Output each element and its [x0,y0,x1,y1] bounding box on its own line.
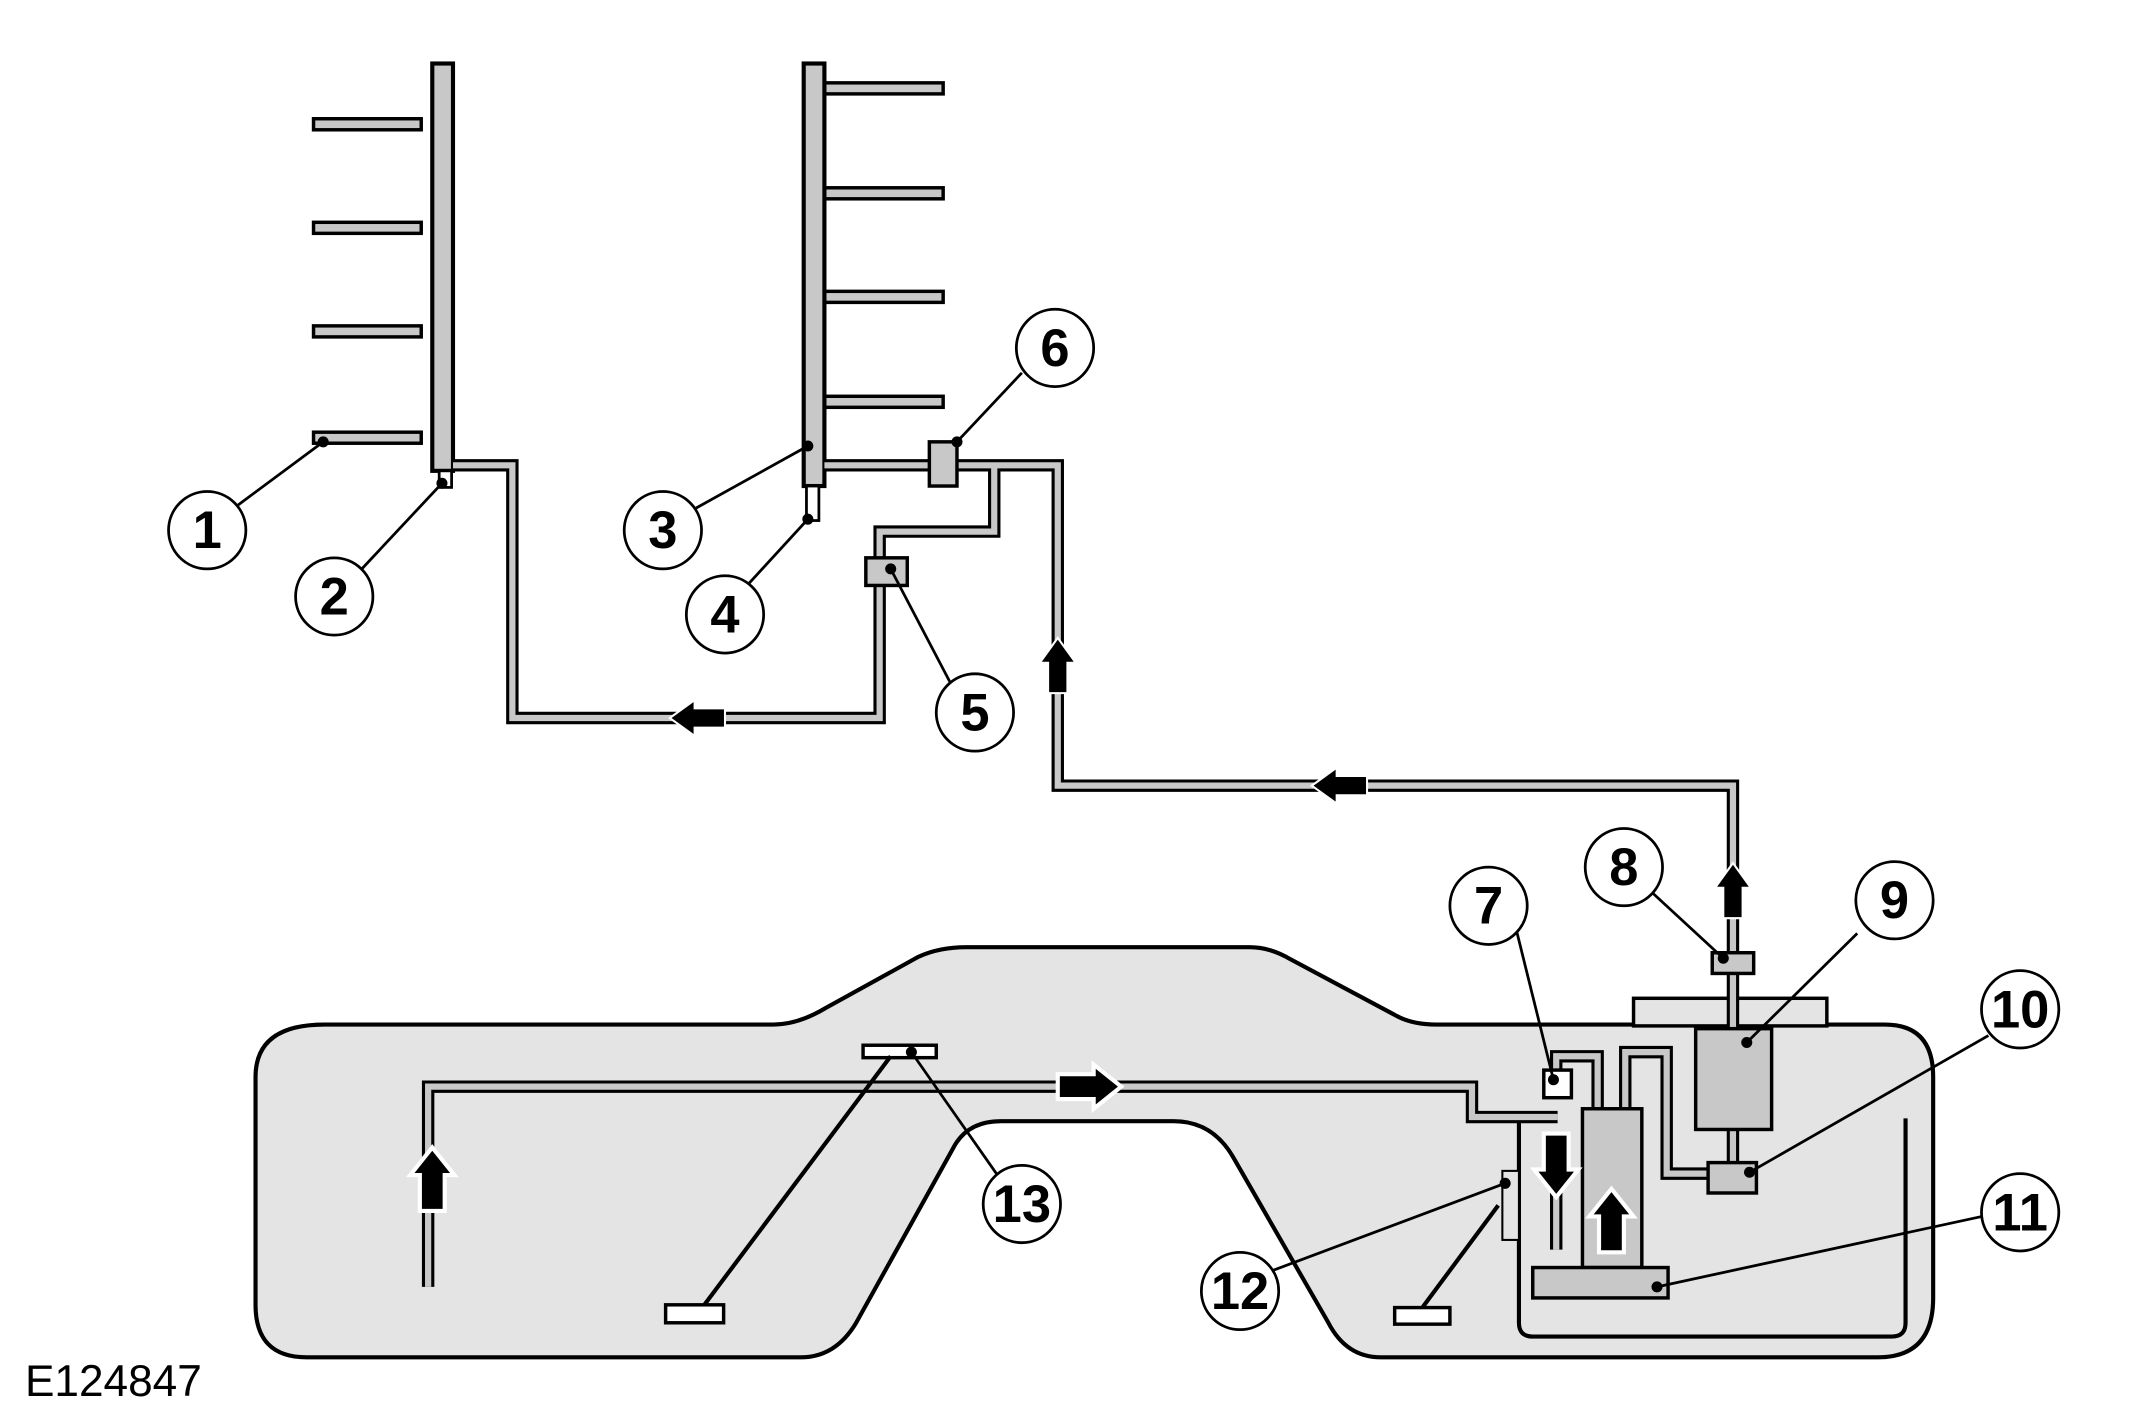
damper-valve [927,440,959,488]
left-fuel-rail [430,61,456,473]
callout-10: 10 [1980,969,2061,1050]
svg-text:7: 7 [1474,878,1503,936]
callout-9: 9 [1854,860,1935,941]
callout-3: 3 [622,490,703,571]
svg-text:4: 4 [710,586,739,644]
flow-arrow-filter-up [1712,861,1753,920]
fuel-filter [1693,1026,1774,1132]
fuel-level-sender-float-bottom-left [663,1303,726,1325]
leader-dots [317,436,1756,1293]
right-rail-injectors [822,81,945,410]
pump-base [1531,1265,1670,1300]
svg-text:10: 10 [1991,981,2049,1039]
flow-arrow-feed-up [1037,636,1078,695]
callout-13: 13 [981,1163,1062,1245]
svg-text:9: 9 [1880,872,1909,930]
svg-text:13: 13 [993,1176,1051,1234]
callout-7: 7 [1448,865,1529,946]
flow-arrow-pump-up [1585,1185,1638,1255]
right-fuel-rail [801,61,827,489]
svg-text:3: 3 [648,502,677,560]
leader-lines [236,371,1990,1289]
fuel-level-sender-float-right [1392,1305,1452,1326]
svg-text:11: 11 [1992,1184,2047,1242]
flow-arrow-feed-left [1310,765,1369,806]
svg-text:2: 2 [320,568,349,626]
callout-4: 4 [684,574,766,655]
svg-text:8: 8 [1609,839,1638,897]
flow-arrow-tank-up [405,1144,459,1214]
svg-text:12: 12 [1211,1263,1269,1321]
pressure-relief-valve [864,556,909,588]
callout-6: 6 [1014,307,1096,388]
callout-2: 2 [294,556,375,637]
callout-1: 1 [167,490,248,571]
sender-arm-right [1420,1204,1500,1309]
svg-text:1: 1 [193,502,222,560]
callout-8: 8 [1583,827,1664,908]
fuel-lines-inner [425,462,1737,1287]
swirl-pot [1516,1112,1908,1339]
jet-pump [1542,1068,1574,1100]
callout-12: 12 [1199,1250,1281,1332]
left-rail-injectors [311,117,423,445]
flow-arrow-left-return [667,698,727,738]
callout-11: 11 [1980,1172,2061,1253]
figure-reference: E124847 [25,1357,202,1406]
callout-5: 5 [934,672,1015,753]
flow-arrow-jet-down [1529,1131,1583,1201]
svg-text:5: 5 [960,684,989,742]
fuel-tank [253,945,1936,1360]
svg-text:6: 6 [1040,320,1069,378]
fuel-level-sender-float-left [861,1043,938,1060]
flow-arrow-tank-right [1055,1060,1125,1114]
sender-arm-left [702,1055,893,1307]
